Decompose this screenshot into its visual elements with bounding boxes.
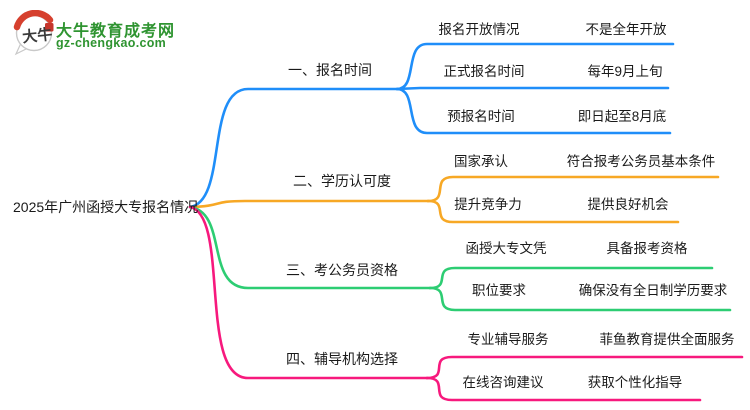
branch-1-child-1-underline: [395, 42, 675, 91]
branch-4-child-1-underline: [425, 355, 744, 380]
branch-1-child-2-underline: [395, 86, 670, 91]
site-title: 大牛教育成考网: [56, 23, 176, 40]
branch-2-child-1-value: 符合报考公务员基本条件: [566, 154, 716, 169]
branch-2-child-1-label: 国家承认: [454, 154, 508, 169]
branch-3-connector: [188, 205, 432, 290]
branch-2-label: 二、学历认可度: [293, 173, 391, 189]
branch-2-child-2-value: 提供良好机会: [587, 197, 669, 212]
site-domain: gz-chengkao.com: [56, 36, 167, 50]
branch-4-child-2-value: 获取个性化指导: [587, 375, 683, 390]
central-topic: 2025年广州函授大专报名情况: [13, 199, 199, 215]
branch-2-child-2-label: 提升竞争力: [454, 197, 522, 212]
branch-1-child-1-value: 不是全年开放: [585, 22, 667, 37]
branch-3-child-2-underline: [428, 286, 732, 312]
branch-4-child-1-value: 菲鱼教育提供全面服务: [599, 332, 735, 347]
branch-4-child-1-label: 专业辅导服务: [467, 332, 549, 347]
branch-4-connector: [188, 205, 429, 380]
branch-3-child-2-value: 确保没有全日制学历要求: [578, 283, 728, 298]
branch-3-child-2-label: 职位要求: [472, 283, 526, 298]
branch-1-connector: [188, 87, 399, 209]
branch-1-child-3-underline: [395, 87, 672, 135]
logo-red-seal: [45, 23, 54, 32]
branch-3-label: 三、考公务员资格: [286, 262, 398, 278]
branch-2-connector: [188, 199, 430, 209]
branch-4-label: 四、辅导机构选择: [286, 351, 398, 367]
branch-1-child-3-value: 即日起至8月底: [577, 109, 667, 124]
branch-3-child-1-label: 函授大专文凭: [465, 241, 547, 256]
branch-4-child-2-underline: [425, 376, 702, 402]
branch-1-child-2-label: 正式报名时间: [443, 64, 525, 79]
branch-1-child-1-label: 报名开放情况: [438, 22, 520, 37]
daniu-logo-icon: 大牛: [13, 10, 54, 56]
branch-3-child-1-underline: [428, 266, 714, 290]
branch-4-child-2-label: 在线咨询建议: [462, 375, 544, 390]
branch-1-child-2-value: 每年9月上旬: [587, 64, 663, 79]
branch-2-child-1-underline: [426, 175, 720, 203]
branch-1-label: 一、报名时间: [288, 62, 372, 78]
branch-1-child-3-label: 预报名时间: [447, 109, 515, 124]
logo-red-arc: [13, 10, 54, 31]
logo-icon-text: 大牛: [21, 25, 53, 46]
branch-3-child-1-value: 具备报考资格: [606, 241, 688, 256]
branch-2-child-2-underline: [426, 199, 680, 224]
